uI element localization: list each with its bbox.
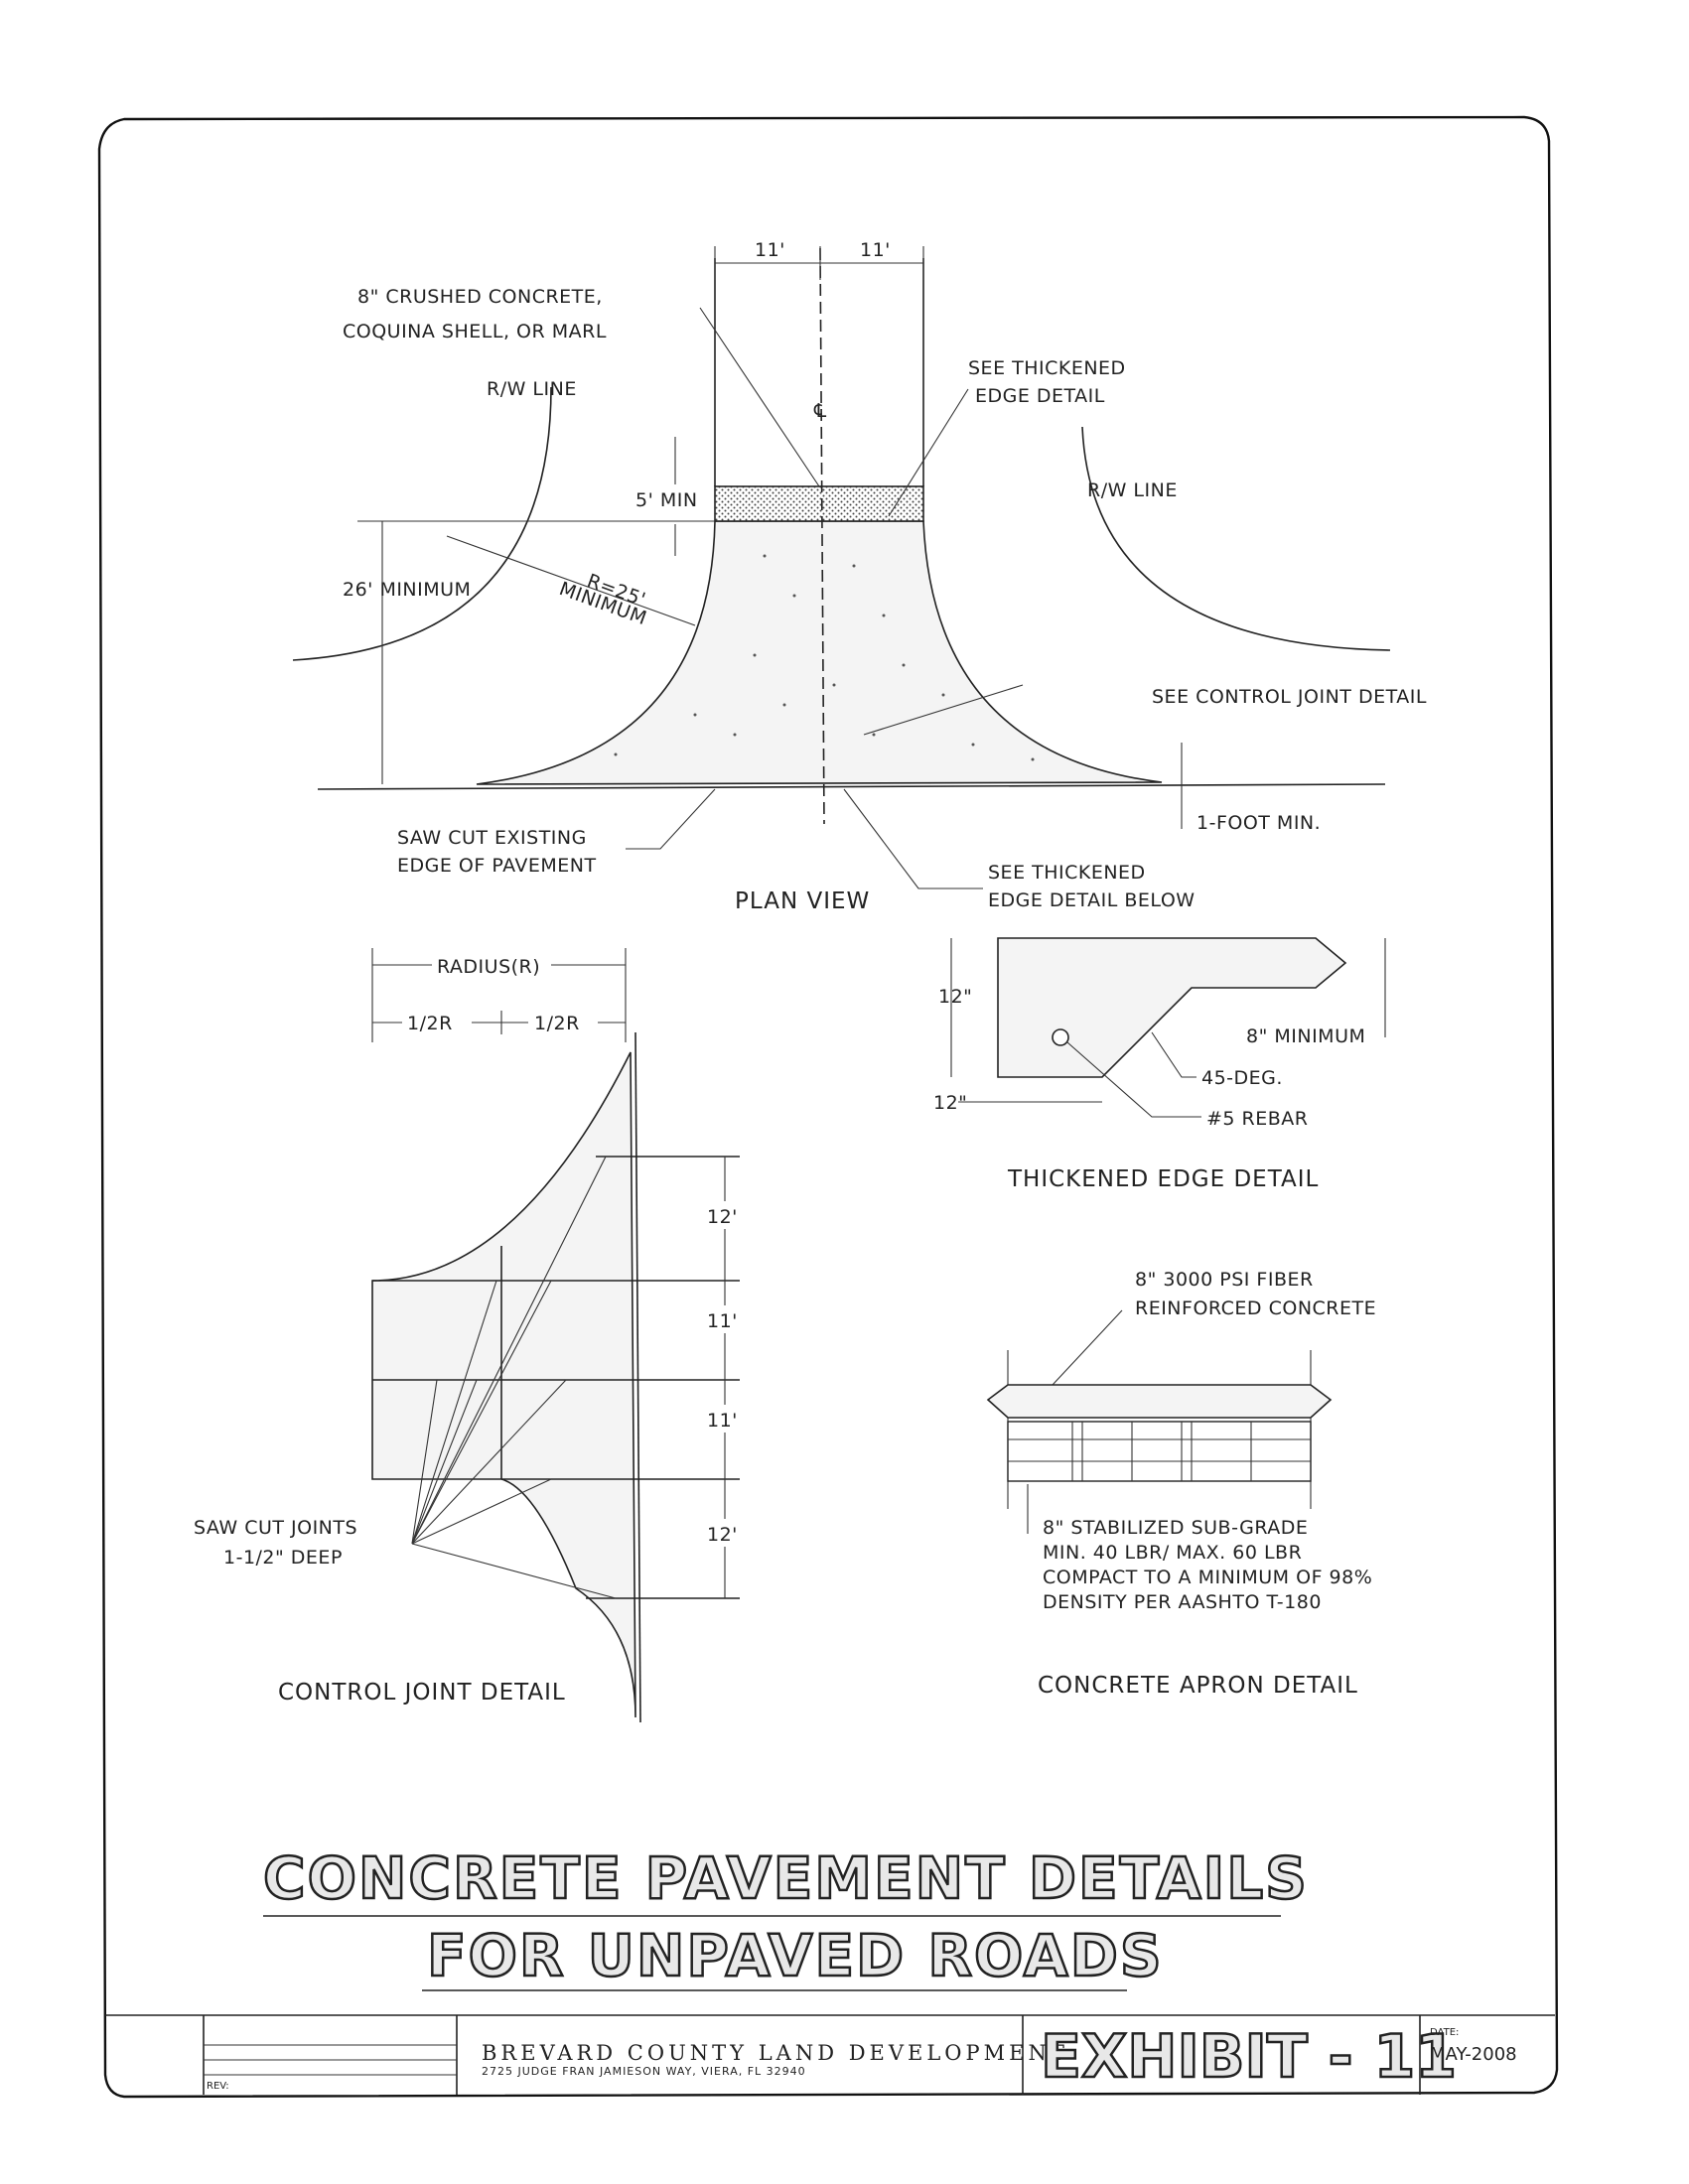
see-thickened-label-1: SEE THICKENED (968, 357, 1126, 379)
rw-line-left-label: R/W LINE (487, 378, 577, 400)
sheet-title: CONCRETE PAVEMENT DETAILS FOR UNPAVED RO… (262, 1843, 1309, 1991)
see-below-label-2: EDGE DETAIL BELOW (988, 889, 1196, 911)
saw-cut-label-1: SAW CUT EXISTING (397, 827, 587, 849)
width-label: 12" (933, 1092, 967, 1114)
rw-line-right-label: R/W LINE (1087, 479, 1178, 501)
see-thickened-label-2: EDGE DETAIL (975, 385, 1105, 407)
apron-sub-label-3: COMPACT TO A MINIMUM OF 98% (1043, 1567, 1372, 1588)
apron-top-leader (1052, 1309, 1123, 1386)
sheet-date: MAY-2008 (1430, 2044, 1517, 2065)
apron-top-label-2: REINFORCED CONCRETE (1135, 1297, 1376, 1319)
dim-12-bottom: 12' (707, 1524, 738, 1546)
org-name: BREVARD COUNTY LAND DEVELOPMENT (482, 2041, 1068, 2065)
height-label: 12" (938, 986, 972, 1008)
concrete-apron-detail: 8" 3000 PSI FIBER REINFORCED CONCRETE 8"… (986, 1269, 1376, 1699)
rebar-leader (1066, 1041, 1201, 1118)
thickened-slab (997, 937, 1347, 1078)
apron-concrete (476, 520, 1163, 785)
half-right-label: 1/2R (534, 1013, 580, 1034)
outer-edge (634, 1031, 641, 1723)
min26-label: 26' MINIMUM (343, 579, 471, 601)
control-joint-leader (863, 684, 1024, 736)
crushed-leader (699, 307, 820, 487)
org-address: 2725 JUDGE FRAN JAMIESON WAY, VIERA, FL … (482, 2065, 806, 2078)
apron-sub-label-1: 8" STABILIZED SUB-GRADE (1043, 1517, 1308, 1539)
existing-pavement-edge (317, 783, 1386, 790)
saw-cut-leader (626, 788, 716, 850)
control-joint-callout: SEE CONTROL JOINT DETAIL (1152, 686, 1427, 708)
apron-slab (986, 1384, 1333, 1419)
half-left-label: 1/2R (407, 1013, 453, 1034)
rev-label: REV: (207, 2081, 229, 2092)
centerline (819, 247, 825, 825)
one-foot-label: 1-FOOT MIN. (1196, 812, 1321, 834)
subgrade-layer (1007, 1421, 1312, 1482)
date-label: DATE: (1430, 2027, 1459, 2038)
five-min-label: 5' MIN (635, 489, 698, 511)
rebar-circle (1052, 1028, 1069, 1046)
plan-view: 11' 11' ℄ 8" CRUSHED CONCRETE, COQUINA S… (292, 239, 1427, 914)
control-joint-detail: RADIUS(R) 1/2R 1/2R 12' 11' 11' 12' (194, 948, 745, 1723)
sheet-title-line-2: FOR UNPAVED ROADS (427, 1922, 1164, 1989)
crushed-label-2: COQUINA SHELL, OR MARL (343, 321, 607, 342)
centerline-symbol: ℄ (813, 400, 827, 422)
subgrade-hatch (1008, 1422, 1311, 1481)
plan-view-title: PLAN VIEW (735, 888, 870, 914)
saw-joints-label-1: SAW CUT JOINTS (194, 1517, 357, 1539)
saw-joints-label-2: 1-1/2" DEEP (223, 1547, 343, 1569)
concrete-texture (614, 554, 1035, 761)
see-below-leader (843, 788, 983, 889)
see-thickened-leader (888, 388, 969, 517)
apron-title: CONCRETE APRON DETAIL (1038, 1673, 1358, 1699)
joint-slab (371, 1051, 636, 1718)
apron-top-label-1: 8" 3000 PSI FIBER (1135, 1269, 1314, 1291)
radius-label: RADIUS(R) (437, 956, 540, 978)
crushed-label-1: 8" CRUSHED CONCRETE, (357, 286, 603, 308)
apron-sub-label-4: DENSITY PER AASHTO T-180 (1043, 1591, 1322, 1613)
dim-right-label: 11' (860, 239, 891, 261)
dim-12-top: 12' (707, 1206, 738, 1228)
exhibit-number: EXHIBIT - 11 (1041, 2022, 1457, 2092)
dim-11-b: 11' (707, 1410, 738, 1432)
thickened-edge-detail: 12" 12" 8" MINIMUM 45-DEG. #5 REBAR THIC… (933, 937, 1386, 1192)
title-block: REV: BREVARD COUNTY LAND DEVELOPMENT 272… (105, 2014, 1555, 2095)
rw-line-left-curve (292, 386, 552, 661)
minimum-label: 8" MINIMUM (1246, 1025, 1365, 1047)
dim-11-a: 11' (707, 1310, 738, 1332)
crushed-concrete-strip (714, 485, 924, 522)
rw-line-right-curve (1081, 426, 1391, 651)
apron-sub-label-2: MIN. 40 LBR/ MAX. 60 LBR (1043, 1542, 1302, 1564)
rebar-label: #5 REBAR (1206, 1108, 1309, 1130)
deg-leader (1151, 1031, 1196, 1078)
saw-cut-label-2: EDGE OF PAVEMENT (397, 855, 597, 877)
dim-left-label: 11' (755, 239, 785, 261)
sheet-border (97, 115, 1559, 2099)
control-joint-title: CONTROL JOINT DETAIL (278, 1680, 566, 1706)
sheet-title-line-1: CONCRETE PAVEMENT DETAILS (263, 1844, 1309, 1912)
thickened-edge-title: THICKENED EDGE DETAIL (1007, 1166, 1319, 1192)
deg-label: 45-DEG. (1201, 1067, 1283, 1089)
saw-cut-arrows (411, 1156, 617, 1599)
see-below-label-1: SEE THICKENED (988, 862, 1146, 884)
radius-leader (446, 535, 696, 626)
